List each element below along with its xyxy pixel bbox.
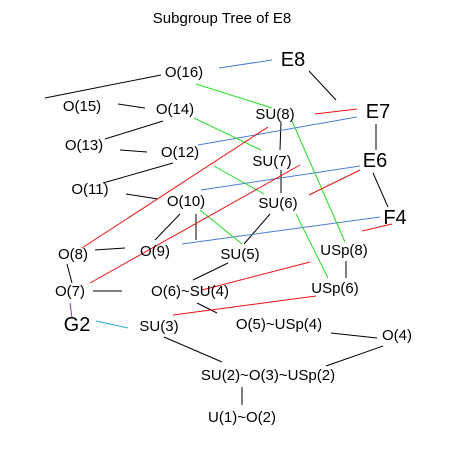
node-o13: O(13): [65, 137, 103, 154]
node-su8: SU(8): [255, 106, 294, 123]
edge-green: [295, 213, 329, 279]
edge-black: [66, 263, 73, 284]
edge-blue: [197, 116, 358, 146]
edge-blue: [218, 59, 273, 69]
edge-red: [89, 164, 301, 284]
diagram-title: Subgroup Tree of E8: [153, 10, 291, 27]
edge-red: [81, 126, 269, 249]
node-o15: O(15): [63, 98, 101, 115]
edge-black: [94, 247, 126, 251]
nodes: E8 O(16) O(15) O(14) SU(8) E7 O(13) O(12…: [55, 49, 412, 426]
edge-green: [193, 117, 262, 151]
node-o7: O(7): [55, 283, 85, 300]
edges: [44, 59, 393, 405]
edge-black: [104, 120, 164, 140]
node-o10: O(10): [167, 193, 205, 210]
node-e8: E8: [281, 49, 305, 71]
node-e7: E7: [366, 101, 390, 123]
edge-black: [279, 121, 282, 151]
edge-black: [44, 74, 162, 99]
edge-black: [325, 345, 384, 367]
node-u1-o2: U(1)~O(2): [208, 409, 276, 426]
node-su5: SU(5): [220, 246, 259, 263]
node-su7: SU(7): [252, 153, 291, 170]
node-o11: O(11): [71, 181, 108, 198]
node-o14: O(14): [156, 101, 194, 118]
edge-black: [163, 336, 223, 363]
edge-black: [117, 103, 146, 109]
node-o5-usp4: O(5)~USp(4): [236, 316, 322, 333]
edge-red: [172, 295, 317, 316]
node-su2-o3-usp2: SU(2)~O(3)~USp(2): [201, 367, 335, 384]
node-su3: SU(3): [139, 318, 178, 335]
edge-blue: [200, 165, 361, 191]
node-o4: O(4): [382, 327, 412, 344]
edge-red: [201, 261, 311, 291]
node-g2: G2: [64, 314, 91, 336]
edge-black: [102, 162, 174, 184]
node-o8: O(8): [58, 246, 88, 263]
node-usp8: USp(8): [320, 242, 368, 259]
edge-black: [330, 332, 378, 339]
edge-green: [213, 165, 265, 195]
edge-black: [119, 149, 148, 153]
node-usp6: USp(6): [311, 280, 359, 297]
edge-red: [361, 223, 393, 232]
edge-black: [243, 213, 271, 245]
node-f4: F4: [383, 207, 406, 229]
edge-green: [291, 120, 346, 243]
edge-purple: [69, 302, 73, 319]
node-su6: SU(6): [258, 195, 297, 212]
edge-black: [372, 172, 389, 208]
edge-red: [308, 169, 361, 196]
node-o16: O(16): [165, 64, 203, 81]
edge-green: [199, 209, 243, 245]
edge-red: [314, 108, 358, 115]
node-o12: O(12): [161, 144, 199, 161]
edge-black: [192, 262, 229, 281]
edge-black: [308, 70, 337, 101]
edge-black: [125, 193, 159, 200]
edge-black: [154, 213, 181, 241]
edge-blue: [181, 216, 381, 245]
node-e6: E6: [363, 150, 387, 172]
edge-green: [195, 83, 273, 109]
node-o6-su4: O(6)~SU(4): [151, 283, 229, 300]
edge-cyan: [95, 320, 129, 329]
node-o9: O(9): [140, 243, 170, 260]
edge-black: [196, 302, 218, 314]
